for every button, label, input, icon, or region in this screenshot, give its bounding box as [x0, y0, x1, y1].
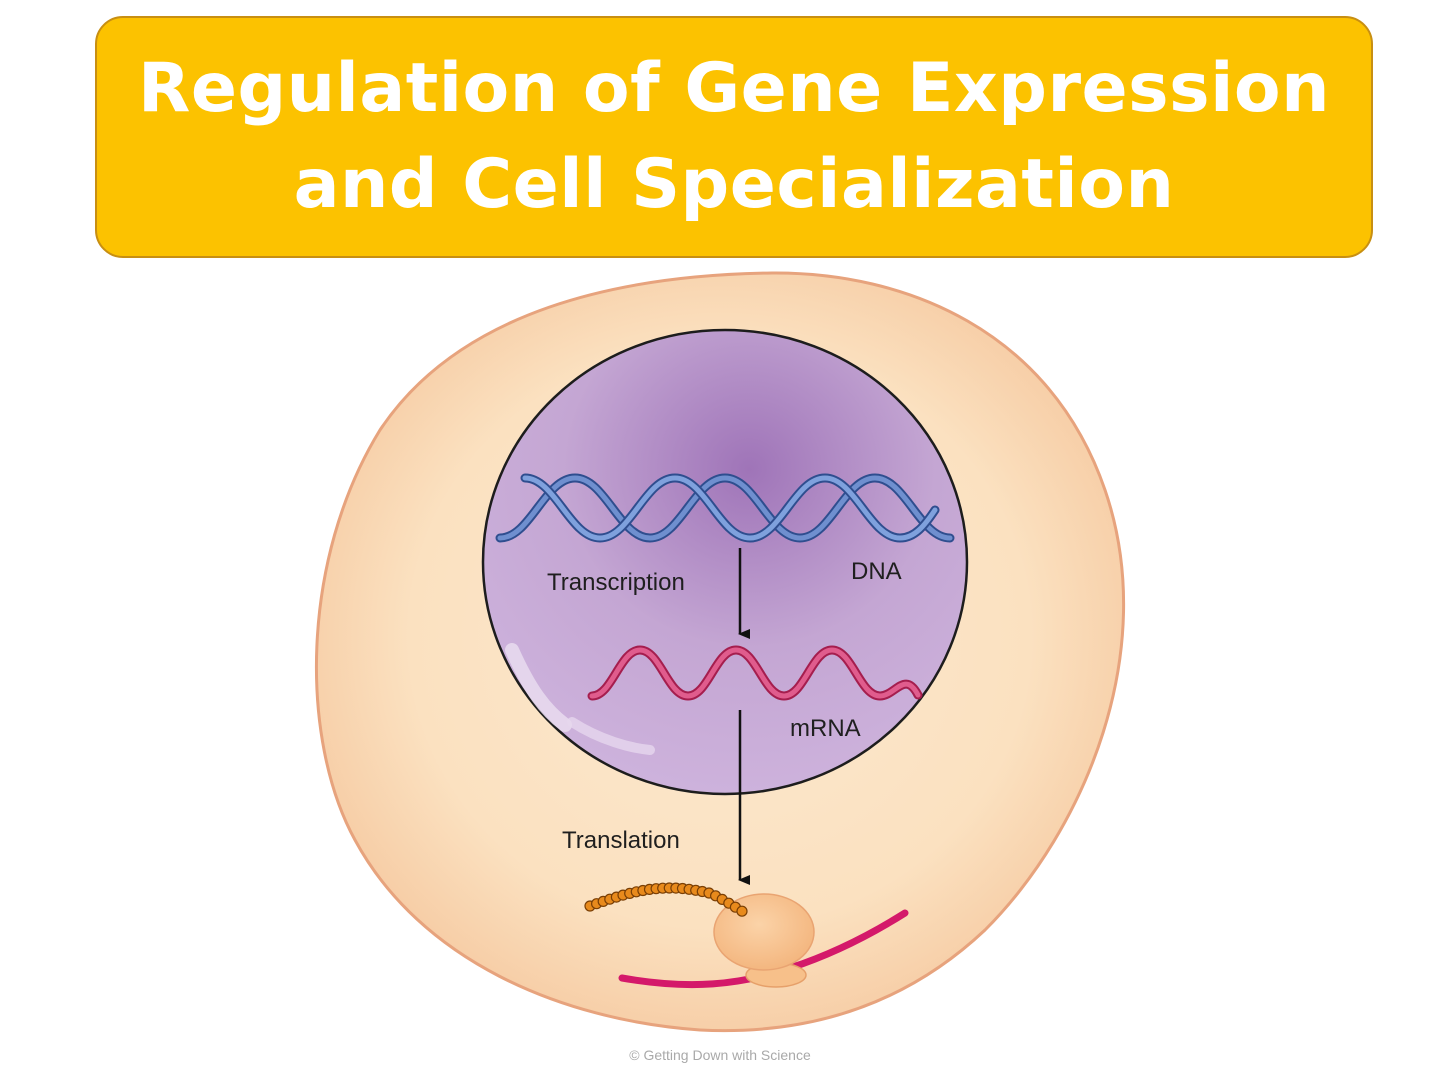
protein-chain	[584, 882, 748, 917]
title-line-2: and Cell Specialization	[293, 145, 1175, 224]
mrna-label: mRNA	[790, 715, 861, 742]
protein-bead	[736, 905, 748, 917]
nucleus-highlight	[505, 643, 572, 732]
mrna-strand	[587, 645, 923, 701]
copyright-footer: © Getting Down with Science	[629, 1047, 811, 1063]
dna-helix	[495, 473, 955, 543]
dna-label: DNA	[851, 558, 902, 585]
dna-strand-front-fill	[522, 475, 938, 541]
title-line-1: Regulation of Gene Expression	[137, 49, 1330, 128]
transcription-label: Transcription	[547, 569, 685, 596]
dna-strand-back-fill	[497, 475, 953, 541]
nucleus	[481, 328, 969, 796]
title-banner: Regulation of Gene Expression and Cell S…	[95, 16, 1373, 258]
translation-label: Translation	[562, 827, 680, 854]
nucleus-highlight-2	[567, 717, 655, 755]
